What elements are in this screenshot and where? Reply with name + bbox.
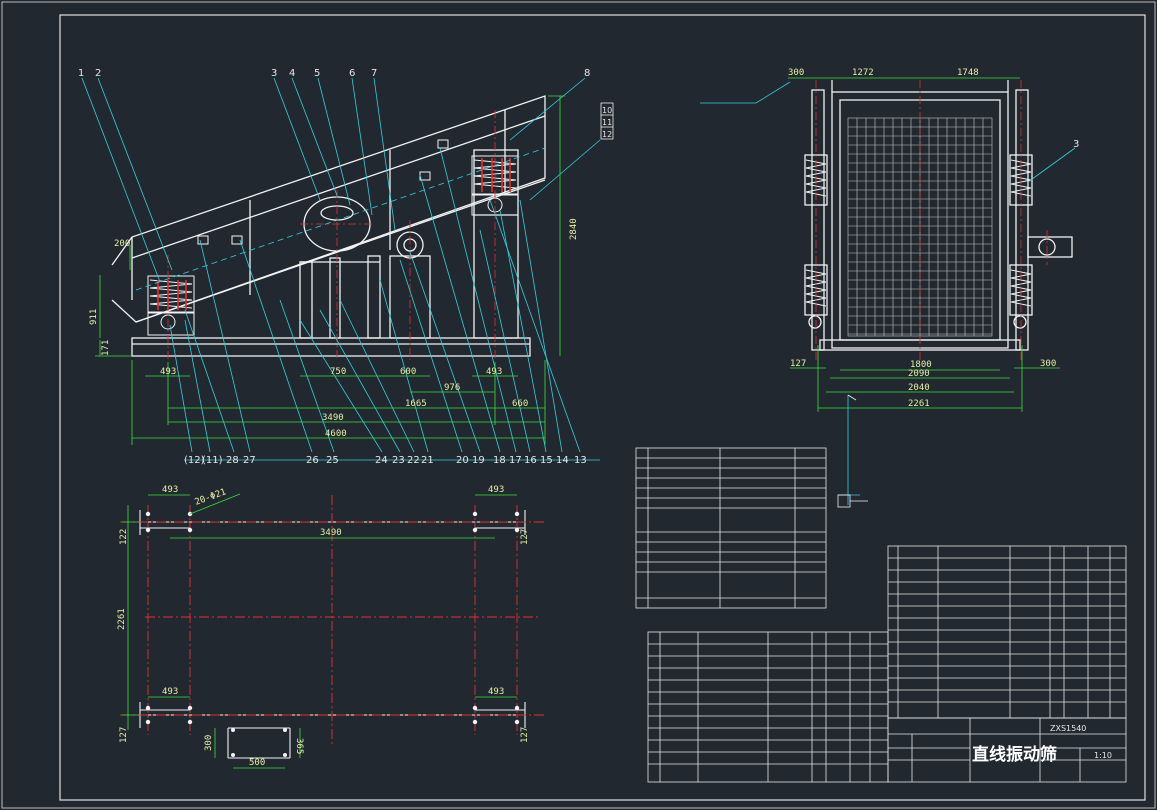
dim-1665: 1665 (405, 399, 427, 409)
balloon-b-19: 19 (472, 455, 485, 466)
balloon-1: 1 (78, 68, 84, 79)
side-dim-127: 127 (790, 359, 806, 369)
dim-2840: 2840 (569, 218, 579, 240)
sheet-border-inner (59, 14, 1146, 801)
drawing-scale: 1:10 (1094, 751, 1112, 760)
balloon-b-23: 23 (392, 455, 405, 466)
balloon-b-22: 22 (407, 455, 420, 466)
fdn-dim-right-small: 127 (520, 529, 530, 545)
balloon-b-16: 16 (524, 455, 537, 466)
balloon-2: 2 (95, 68, 101, 79)
balloon-4: 4 (289, 68, 295, 79)
side-dim-300-top: 300 (788, 68, 804, 78)
balloon-b-26: 26 (306, 455, 319, 466)
side-dim-2261: 2261 (908, 399, 930, 409)
fdn-dim-br: 493 (488, 687, 504, 697)
balloon-3: 3 (271, 68, 277, 79)
dim-foot-right: 493 (486, 367, 502, 377)
balloon-b-27: 27 (243, 455, 256, 466)
dim-4600: 4600 (325, 429, 347, 439)
balloon-b-20: 20 (456, 455, 469, 466)
dim-171: 171 (101, 340, 111, 356)
balloon-b-25: 25 (326, 455, 339, 466)
side-view (700, 77, 1076, 508)
drawing-number: ZXS1540 (1050, 724, 1086, 733)
fdn-dim-365: 365 (294, 738, 304, 754)
fdn-dim-2261: 2261 (117, 608, 127, 630)
balloon-b-21: 21 (421, 455, 434, 466)
tech-parameter-table (635, 447, 827, 609)
dim-600: 600 (400, 367, 416, 377)
dim-750: 750 (330, 367, 346, 377)
balloon-b-18: 18 (493, 455, 506, 466)
dim-660: 660 (512, 399, 528, 409)
dim-foot-left: 493 (160, 367, 176, 377)
front-balloons-top: 1 2 3 4 5 6 7 8 (78, 68, 590, 79)
fdn-bolt-note: 20-Φ21 (194, 487, 228, 508)
balloon-b-12: (12) (184, 455, 205, 466)
fdn-dim-tl: 493 (162, 485, 178, 495)
front-balloons-right: 10 11 12 (602, 106, 612, 139)
front-balloons-bottom: (12) (11) 28 27 26 25 24 23 22 21 20 19 … (184, 455, 587, 466)
balloon-b-24: 24 (375, 455, 388, 466)
title-block (887, 717, 1127, 783)
balloon-b-14: 14 (556, 455, 569, 466)
fdn-dim-bottom-right: 127 (520, 727, 530, 743)
fdn-dim-500: 500 (249, 758, 265, 768)
fdn-dim-300: 300 (204, 735, 214, 751)
front-view (81, 77, 614, 461)
side-dim-300-bottom: 300 (1040, 359, 1056, 369)
bom-table-right (887, 545, 1127, 719)
dim-911: 911 (89, 309, 99, 325)
side-dim-2090: 2090 (908, 369, 930, 379)
fdn-dim-bl: 493 (162, 687, 178, 697)
fdn-dim-bottom-left: 127 (119, 727, 129, 743)
front-dimensions: 200 911 171 2840 493 750 600 976 493 166… (89, 218, 579, 439)
balloon-12: 12 (602, 130, 612, 139)
foundation-plan (120, 493, 545, 769)
balloon-b-11: (11) (202, 455, 223, 466)
side-dim-1272: 1272 (852, 68, 874, 78)
drawing-title: 直线振动筛 (972, 744, 1057, 765)
side-balloon-3: 3 (1073, 139, 1079, 150)
balloon-6: 6 (349, 68, 355, 79)
balloon-7: 7 (371, 68, 377, 79)
fdn-dim-3490: 3490 (320, 528, 342, 538)
balloon-b-28: 28 (226, 455, 239, 466)
balloon-11: 11 (602, 118, 612, 127)
side-dim-1800: 1800 (910, 360, 932, 370)
balloon-b-15: 15 (540, 455, 553, 466)
dim-976: 976 (444, 383, 460, 393)
dim-200: 200 (114, 239, 130, 249)
balloon-10: 10 (602, 106, 612, 115)
balloon-b-13: 13 (574, 455, 587, 466)
fdn-dim-left-small: 122 (119, 529, 129, 545)
balloon-5: 5 (314, 68, 320, 79)
fdn-dim-tr: 493 (488, 485, 504, 495)
balloon-b-17: 17 (509, 455, 522, 466)
dim-3490: 3490 (322, 413, 344, 423)
balloon-8: 8 (584, 68, 590, 79)
title-block-text: 直线振动筛 ZXS1540 1:10 (972, 724, 1112, 765)
side-dimensions: 300 1272 1748 1800 2090 2040 2261 127 30… (788, 68, 1079, 409)
side-dim-1748: 1748 (957, 68, 979, 78)
side-dim-2040: 2040 (908, 383, 930, 393)
bom-table-left (647, 631, 889, 783)
